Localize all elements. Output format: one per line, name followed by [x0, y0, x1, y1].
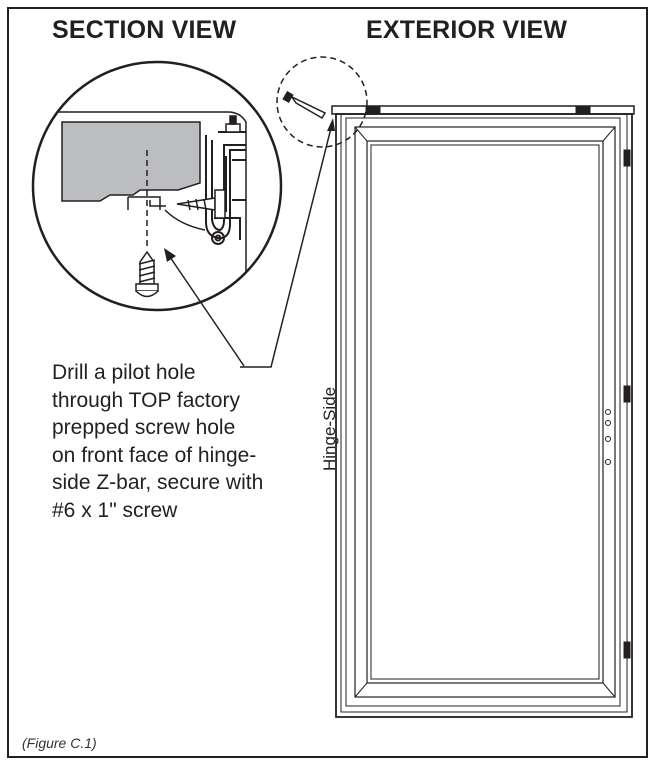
detail-reference-circle: [276, 56, 368, 148]
callout-arrows: [164, 118, 335, 368]
instruction-line: through TOP factory: [52, 388, 240, 412]
section-detail-circle: [31, 60, 283, 312]
instruction-line: #6 x 1" screw: [52, 498, 178, 522]
figure-border: [7, 7, 648, 758]
instruction-text: Drill a pilot hole through TOP factory p…: [52, 359, 352, 524]
frame-screw-icon: [176, 189, 226, 219]
figure-caption: (Figure C.1): [22, 735, 97, 751]
instruction-line: Drill a pilot hole: [52, 361, 196, 384]
zbar-top-screw-icon: [225, 115, 241, 133]
instruction-line: prepped screw hole: [52, 416, 236, 439]
pilot-screw-icon: [135, 250, 159, 298]
section-view-heading: SECTION VIEW: [52, 16, 237, 44]
door-panel-section: [61, 121, 201, 202]
reference-screw-icon: [282, 91, 327, 120]
exterior-door-drawing: [331, 105, 635, 718]
exterior-view-heading: EXTERIOR VIEW: [366, 16, 568, 44]
instruction-line: on front face of hinge-: [52, 443, 257, 467]
instruction-line: side Z-bar, secure with: [52, 471, 264, 494]
